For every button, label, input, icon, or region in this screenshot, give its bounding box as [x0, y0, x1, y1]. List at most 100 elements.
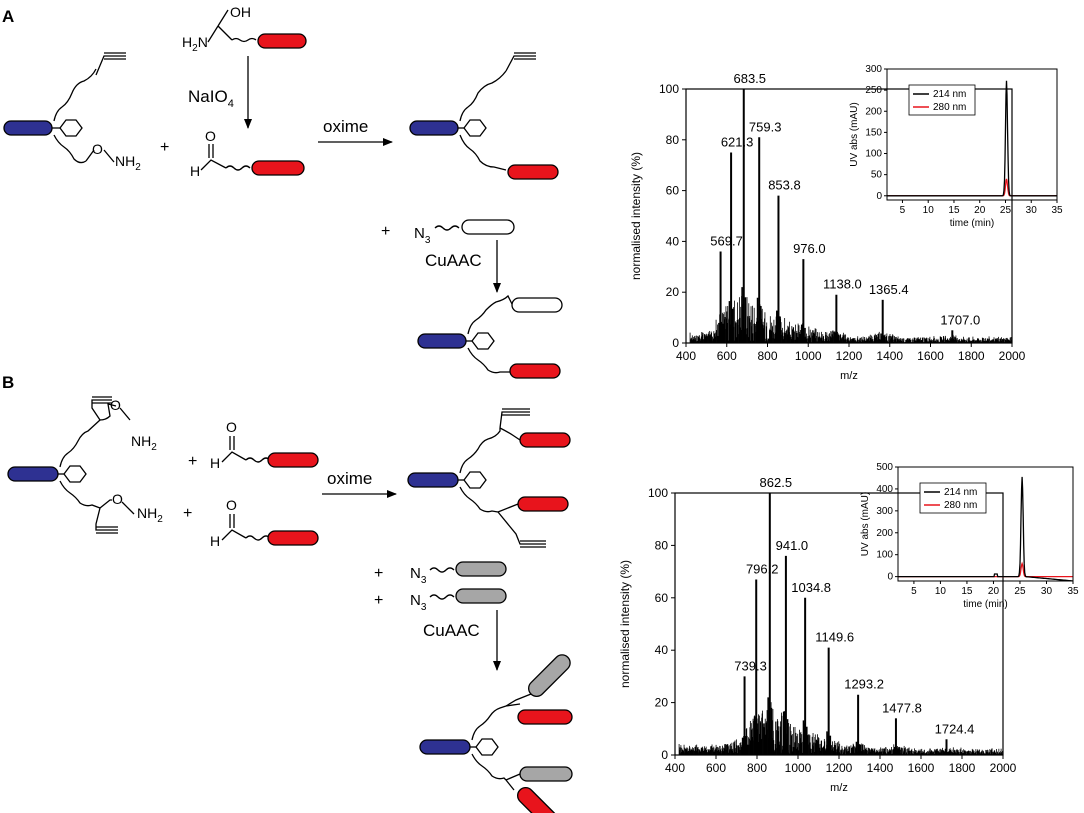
oxygen-label: O — [110, 397, 121, 413]
white-peptide — [461, 219, 515, 235]
peak-label: 683.5 — [733, 71, 766, 86]
x-tick-label: 1800 — [958, 349, 985, 363]
y-tick-label: 60 — [655, 591, 669, 605]
x-tick-label: 35 — [1067, 586, 1079, 597]
x-tick-label: 2000 — [990, 761, 1017, 775]
peak-label: 1477.8 — [882, 700, 922, 715]
mass-spectrum-b: 739.3796.2862.5941.01034.81149.61293.214… — [618, 475, 1017, 794]
peak-label: 1293.2 — [844, 677, 884, 692]
plus-sign: + — [374, 592, 383, 609]
y-tick-label: 100 — [648, 486, 668, 500]
y-tick-label: 250 — [865, 85, 882, 96]
lower-arm — [471, 753, 507, 781]
aldehyde-oxygen: O — [226, 419, 237, 435]
x-tick-label: 800 — [757, 349, 777, 363]
legend-label: 280 nm — [944, 500, 977, 511]
y-tick-label: 500 — [876, 462, 893, 473]
x-tick-label: 600 — [717, 349, 737, 363]
red-peptide-tilted — [517, 787, 560, 813]
upper-arm — [471, 705, 507, 741]
plot-frame — [674, 492, 1004, 756]
naio4-label: NaIO4 — [188, 87, 234, 110]
x-tick-label: 1600 — [908, 761, 935, 775]
gray-peptide — [455, 588, 507, 604]
x-tick-label: 10 — [935, 586, 947, 597]
x-tick-label: 5 — [900, 205, 906, 216]
y-tick-label: 100 — [865, 149, 882, 160]
plus-sign: + — [381, 223, 390, 240]
x-tick-label: 20 — [974, 205, 986, 216]
red-peptide — [507, 164, 559, 180]
gray-peptide — [455, 561, 507, 577]
gray-peptide-tilted — [528, 654, 571, 697]
red-peptide — [517, 709, 573, 725]
y-tick-label: 200 — [865, 106, 882, 117]
alkyne-arm — [53, 68, 97, 122]
plot-frame — [897, 466, 1074, 582]
y-tick-label: 200 — [876, 528, 893, 539]
gray-peptide — [519, 766, 573, 782]
red-peptide — [519, 432, 571, 448]
x-tick-label: 30 — [1041, 586, 1053, 597]
white-peptide — [511, 297, 563, 313]
y-tick-label: 50 — [871, 170, 883, 181]
oxime-arm — [459, 134, 507, 171]
x-tick-label: 15 — [961, 586, 973, 597]
panel-a-scheme: A OH H2N NaIO4 O NH2 + O H — [2, 4, 563, 379]
y-tick-label: 0 — [887, 572, 893, 583]
red-peptide — [257, 33, 307, 49]
cyclohexyl-ring — [463, 471, 487, 489]
blue-peptide — [417, 333, 467, 349]
x-tick-label: 1800 — [949, 761, 976, 775]
y-tick-label: 40 — [666, 234, 680, 248]
legend-label: 280 nm — [933, 102, 966, 113]
red-peptide — [267, 452, 319, 468]
y-tick-label: 60 — [666, 184, 680, 198]
aldehyde-hydrogen: H — [210, 533, 220, 549]
y-tick-label: 0 — [672, 336, 679, 350]
x-tick-label: 1400 — [867, 761, 894, 775]
lower-arm — [459, 486, 499, 513]
y-tick-label: 20 — [655, 696, 669, 710]
y-axis-label: UV abs (mAU) — [849, 102, 860, 166]
upper-arm — [459, 428, 501, 474]
y-tick-label: 80 — [666, 133, 680, 147]
oxygen-label: O — [112, 491, 123, 507]
cyclohexyl-ring — [63, 465, 87, 483]
y-axis-label: UV abs (mAU) — [860, 492, 871, 556]
peak-label: 1138.0 — [823, 277, 862, 292]
oxime-arm — [467, 347, 510, 374]
y-tick-label: 0 — [661, 748, 668, 762]
oxygen-label: O — [92, 141, 103, 157]
panel-a-label: A — [2, 7, 14, 26]
red-peptide — [251, 160, 305, 176]
peak-label: 621.3 — [721, 135, 754, 150]
x-tick-label: 1000 — [785, 761, 812, 775]
legend-label: 214 nm — [944, 487, 977, 498]
legend-label: 214 nm — [933, 89, 966, 100]
blue-peptide — [409, 120, 459, 136]
red-peptide — [509, 363, 561, 379]
oxime-label: oxime — [327, 469, 372, 488]
amine-label: H2N — [182, 34, 208, 54]
azide-label: N3 — [410, 592, 427, 613]
panel-b-label: B — [2, 373, 14, 392]
x-tick-label: 5 — [911, 586, 917, 597]
x-tick-label: 20 — [988, 586, 1000, 597]
x-tick-label: 25 — [1014, 586, 1026, 597]
x-tick-label: 15 — [948, 205, 960, 216]
plot-frame — [886, 68, 1058, 201]
blue-peptide — [419, 739, 471, 755]
blue-peptide — [407, 472, 459, 488]
upper-arm — [59, 419, 101, 468]
x-tick-label: 400 — [665, 761, 685, 775]
cyclohexyl-ring — [59, 119, 83, 137]
y-tick-label: 100 — [659, 82, 679, 96]
azide-label: N3 — [414, 225, 431, 246]
peak-label: 1707.0 — [940, 312, 980, 327]
hydroxyl-label: OH — [230, 4, 251, 20]
peak-label: 976.0 — [793, 241, 826, 256]
legend-box — [908, 84, 976, 116]
